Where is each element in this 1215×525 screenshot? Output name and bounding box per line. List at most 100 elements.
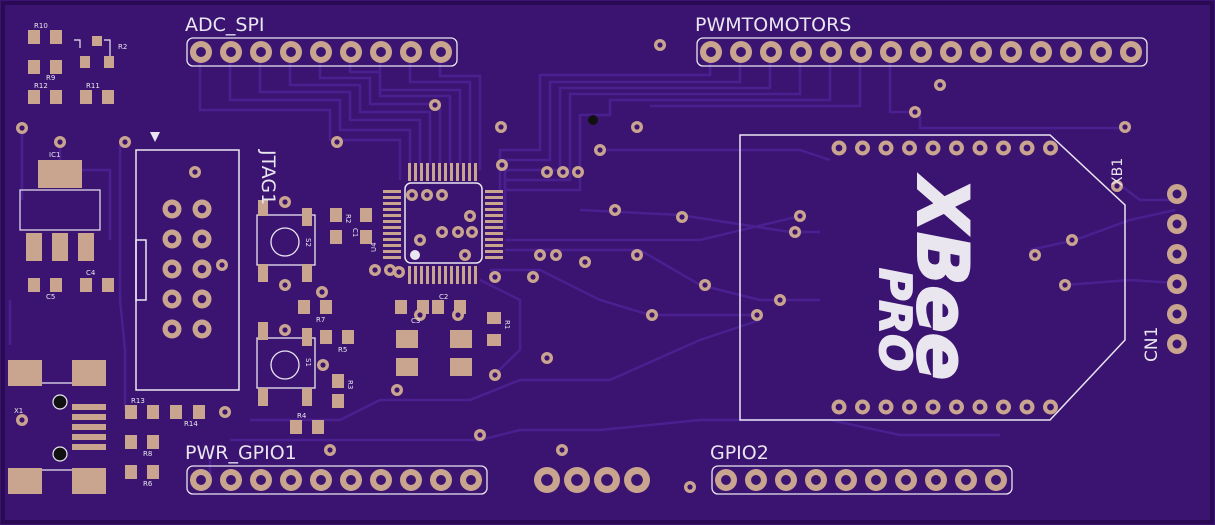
pwr-gpio1-pin-hole — [346, 475, 356, 485]
via-hole — [553, 252, 559, 258]
pwm-motors-pin-hole — [736, 47, 746, 57]
ref-r4: R4 — [297, 412, 307, 420]
via-hole — [702, 282, 708, 288]
silkscreen-left — [19, 39, 111, 471]
via-hole — [687, 484, 693, 490]
xbee-top-pin-hole — [953, 144, 960, 152]
vias — [16, 39, 1131, 493]
jtag-label: JTAG1 — [257, 149, 279, 205]
via-hole — [792, 229, 798, 235]
xbee-bottom-pin-hole — [906, 403, 913, 411]
via-hole — [912, 109, 918, 115]
xbee-bottom-pin-hole — [835, 403, 843, 411]
component-refs: IC1 X1 R10 R9 R12 R11 R2 C5 C4 R13 R14 R… — [14, 22, 511, 488]
ref-c5: C5 — [46, 293, 55, 301]
gpio2-pin-hole — [751, 475, 761, 485]
via-hole — [387, 267, 393, 273]
via-hole — [282, 199, 288, 205]
via-hole — [754, 312, 760, 318]
jtag-pin-hole — [197, 204, 207, 214]
via-hole — [396, 269, 402, 275]
adc-spi-label: ADC_SPI — [185, 14, 265, 36]
cn1-pin-hole — [1172, 339, 1182, 349]
cn1-pin-hole — [1172, 279, 1182, 289]
via-hole — [544, 355, 550, 361]
via-hole — [559, 447, 565, 453]
adc-spi-pin-hole — [406, 47, 416, 57]
ref-r11: R11 — [86, 82, 100, 90]
via-hole — [499, 162, 505, 168]
via-hole — [417, 237, 423, 243]
xbee-bottom-pin-hole — [1047, 403, 1054, 411]
ref-r6: R6 — [143, 480, 153, 488]
via-hole — [1122, 124, 1128, 130]
via-hole — [530, 274, 536, 280]
via-hole — [537, 252, 543, 258]
aux-header-pin-hole — [571, 474, 583, 486]
ref-c3: C3 — [411, 317, 420, 325]
ref-r12: R12 — [34, 82, 48, 90]
via-hole — [282, 282, 288, 288]
u4-chip — [383, 163, 503, 284]
pwm-motors-pin-hole — [916, 47, 926, 57]
pwr-gpio1-pin-hole — [226, 475, 236, 485]
ref-r8: R8 — [143, 450, 152, 458]
gpio2-pin-hole — [901, 475, 911, 485]
switches — [256, 214, 316, 389]
pwm-motors-pin-hole — [1096, 47, 1106, 57]
xbee-top-pin-hole — [859, 144, 866, 152]
ref-s2: S2 — [304, 238, 312, 247]
gpio2-pin-hole — [811, 475, 821, 485]
via-hole — [122, 139, 128, 145]
via-hole — [327, 447, 333, 453]
via-hole — [1114, 183, 1120, 189]
pwr-gpio1-pin-hole — [316, 475, 326, 485]
ref-r5: R5 — [338, 346, 347, 354]
via-hole — [544, 169, 550, 175]
xbee-bottom-pin-hole — [1000, 403, 1007, 411]
via-hole — [657, 42, 663, 48]
via-hole — [777, 297, 783, 303]
switch-pads — [258, 200, 312, 406]
via-hole — [455, 312, 461, 318]
copper-traces — [8, 60, 1176, 480]
through-hole-pads — [162, 41, 1187, 493]
jtag-pin-hole — [197, 264, 207, 274]
via-hole — [219, 262, 225, 268]
ref-u4: U4 — [370, 242, 378, 252]
adc-spi-pin-hole — [436, 47, 446, 57]
xbee-top-pin-hole — [1000, 144, 1007, 152]
via-hole — [320, 362, 326, 368]
ref-r13: R13 — [131, 397, 145, 405]
via-hole — [409, 192, 415, 198]
via-hole — [679, 214, 685, 220]
aux-header-pin-hole — [541, 474, 553, 486]
pwm-motors-pin-hole — [706, 47, 716, 57]
via-hole — [417, 312, 423, 318]
cn1-label: CN1 — [1142, 327, 1162, 362]
pwr-gpio1-pin-hole — [406, 475, 416, 485]
ref-r9: R9 — [46, 74, 55, 82]
xbee-bottom-pin-hole — [953, 403, 960, 411]
gpio2-pin-hole — [871, 475, 881, 485]
ref-ic1: IC1 — [49, 151, 60, 159]
via-hole — [462, 252, 468, 258]
via-hole — [19, 417, 25, 423]
via-hole — [582, 259, 588, 265]
cn1-pin-hole — [1172, 249, 1182, 259]
via-hole — [597, 147, 603, 153]
ref-r2-mid: R2 — [344, 214, 352, 223]
pwm-motors-pin-hole — [796, 47, 806, 57]
adc-spi-pin-hole — [226, 47, 236, 57]
pwm-motors-pin-hole — [826, 47, 836, 57]
pwr-gpio1-pin-hole — [436, 475, 446, 485]
aux-header-pin-hole — [601, 474, 613, 486]
via-hole — [432, 102, 438, 108]
via-hole — [649, 312, 655, 318]
via-hole — [424, 192, 430, 198]
via-hole — [492, 372, 498, 378]
pwm-motors-pin-hole — [766, 47, 776, 57]
